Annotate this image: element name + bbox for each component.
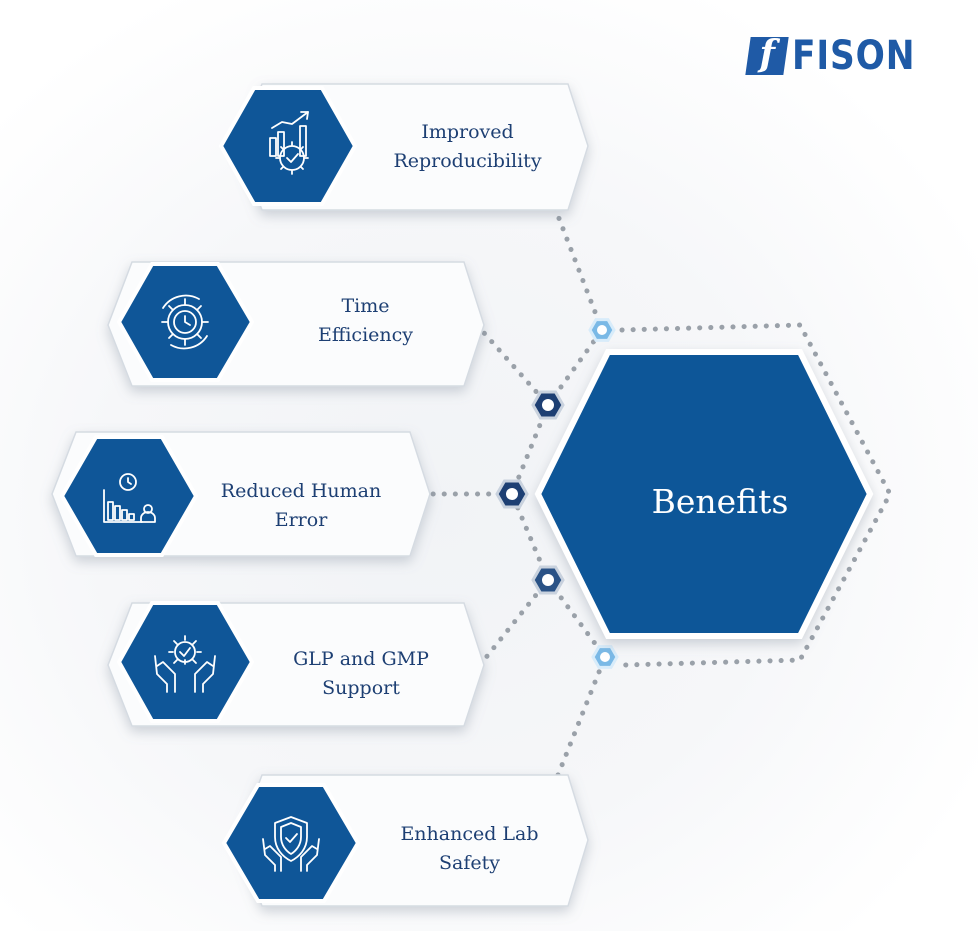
connector-node-stack — [509, 402, 551, 583]
benefit-label-reduced: Reduced Human Error — [208, 477, 394, 535]
dotted-connectors — [419, 205, 893, 778]
node-upper-dark — [531, 390, 565, 420]
label-line-2: Efficiency — [317, 324, 414, 346]
panel-time — [107, 261, 485, 387]
fison-logo: f FISON — [745, 33, 936, 79]
connector-glp — [477, 577, 551, 668]
label-line-1: GLP and GMP — [293, 648, 429, 670]
benefit-label-time: Time Efficiency — [278, 292, 453, 350]
label-line-2: Error — [274, 509, 328, 531]
node-middle-dark — [495, 479, 529, 509]
declining-chart-person-icon — [103, 473, 156, 523]
benefit-label-glp: GLP and GMP Support — [268, 645, 454, 703]
connector-lower-nodes — [545, 577, 608, 660]
clock-gear-icon — [161, 294, 209, 350]
node-lower-dark — [531, 565, 565, 595]
logo-mark-icon: f — [745, 33, 789, 75]
label-line-1: Improved — [421, 121, 514, 143]
icon-hexagon — [221, 783, 361, 903]
center-title: Benefits — [651, 482, 789, 521]
label-line-1: Time — [341, 295, 390, 317]
center-hexagon — [534, 349, 874, 639]
panel-glp — [107, 601, 485, 727]
label-line-2: Support — [322, 677, 400, 699]
hex-nodes — [495, 318, 619, 669]
panel-enhanced — [221, 774, 589, 907]
benefit-label-enhanced: Enhanced Lab Safety — [382, 820, 557, 878]
connector-improved — [552, 205, 605, 333]
benefit-label-improved: Improved Reproducibility — [380, 118, 555, 176]
logo-letter: f — [759, 33, 776, 75]
hands-gear-icon — [154, 635, 216, 693]
connector-enhanced — [555, 654, 608, 778]
growth-gear-icon — [269, 111, 309, 175]
connector-top-node — [545, 327, 605, 408]
connector-time — [474, 322, 551, 408]
label-line-2: Safety — [439, 852, 500, 874]
shield-hands-icon — [262, 816, 320, 872]
label-line-1: Enhanced Lab — [400, 823, 539, 845]
panel-improved — [218, 83, 589, 211]
node-top-light — [588, 318, 616, 342]
node-bottom-light — [591, 645, 619, 669]
label-line-2: Reproducibility — [393, 150, 542, 172]
logo-wordmark: FISON — [792, 33, 916, 79]
label-line-1: Reduced Human — [220, 480, 382, 502]
panel-reduced — [51, 431, 431, 557]
icon-hexagon — [59, 435, 199, 557]
